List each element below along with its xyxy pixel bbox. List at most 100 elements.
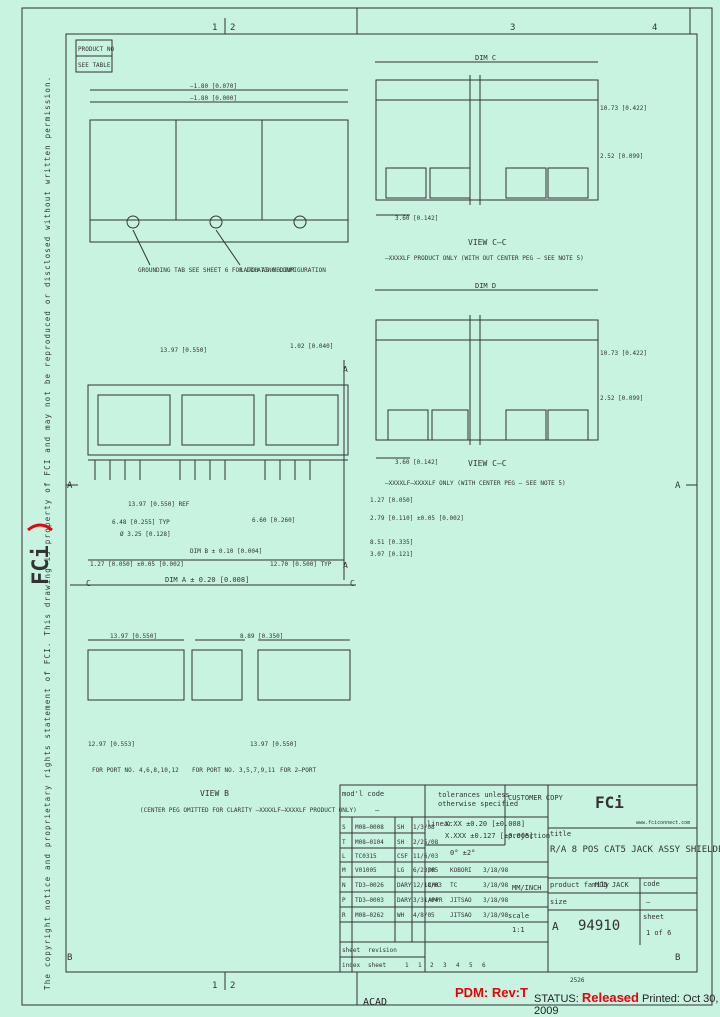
svg-text:P: P [342, 897, 346, 904]
dim-d-mid: DIM D [475, 282, 496, 290]
svg-text:TD3–0003: TD3–0003 [355, 897, 384, 904]
svg-text:N: N [342, 882, 346, 889]
svg-text:sheet: sheet [368, 962, 386, 969]
tol-note-1: tolerances unless [438, 791, 510, 799]
svg-text:1.02 [0.040]: 1.02 [0.040] [290, 343, 333, 350]
svg-text:R: R [342, 912, 346, 919]
view-cc-top [375, 61, 599, 216]
linear-value-2: X.XXX ±0.127 [±0.005] [445, 832, 534, 840]
grounding-tab-note: GROUNDING TAB SEE SHEET 6 FOR LOCATING C… [138, 267, 326, 274]
svg-text:3.60 [0.142]: 3.60 [0.142] [395, 215, 438, 222]
port-b-label: FOR PORT NO. 3,5,7,9,11 [192, 767, 275, 774]
view-b-title: VIEW B [200, 789, 229, 798]
svg-text:JITSAO: JITSAO [450, 912, 472, 919]
customer-copy: CUSTOMER COPY [508, 794, 564, 802]
svg-text:1.27 [0.050]: 1.27 [0.050] [370, 497, 413, 504]
status-value: Released [581, 990, 639, 1005]
svg-text:3/18/98: 3/18/98 [483, 882, 509, 889]
view-b-ports [87, 639, 351, 701]
svg-text:TC: TC [450, 882, 458, 889]
svg-text:4/8/05: 4/8/05 [413, 912, 435, 919]
size-value: A [552, 920, 559, 933]
svg-text:M08–0104: M08–0104 [355, 839, 384, 846]
code-value: – [646, 898, 651, 906]
svg-text:S: S [342, 824, 346, 831]
jack-front-view [70, 360, 356, 586]
front-view-top [89, 89, 349, 266]
view-cc-2-note: –XXXXLF–XXXXLF ONLY (WITH CENTER PEG – S… [385, 480, 566, 487]
svg-text:3/18/98: 3/18/98 [483, 897, 509, 904]
svg-text:13.97 [0.550] REF: 13.97 [0.550] REF [128, 501, 190, 508]
svg-text:CHK: CHK [428, 882, 439, 889]
svg-text:2/25/08: 2/25/08 [413, 839, 439, 846]
grid-row-b-left: B [67, 953, 72, 963]
svg-text:3/31/04: 3/31/04 [413, 897, 439, 904]
svg-text:TD3–0026: TD3–0026 [355, 882, 384, 889]
svg-text:M08–0008: M08–0008 [355, 824, 384, 831]
size-label: size [550, 898, 567, 906]
svg-text:13.97 [0.550]: 13.97 [0.550] [250, 741, 297, 748]
svg-text:1: 1 [418, 962, 422, 969]
title-text: R/A 8 POS CAT5 JACK ASSY SHIELDED, SNAP … [550, 845, 720, 855]
grid-col-2: 2 [230, 23, 235, 33]
svg-text:WH: WH [397, 912, 405, 919]
svg-text:2.52 [0.099]: 2.52 [0.099] [600, 153, 643, 160]
svg-text:SH: SH [397, 839, 405, 846]
pdm-revision: PDM: Rev:T [455, 985, 528, 1000]
svg-text:DARY: DARY [397, 882, 412, 889]
svg-text:A: A [343, 365, 348, 374]
svg-text:JITSAO: JITSAO [450, 897, 472, 904]
copyright-notice: The copyright notice and proprietary rig… [43, 76, 52, 990]
svg-text:10.73 [0.422]: 10.73 [0.422] [600, 105, 647, 112]
svg-text:–: – [375, 806, 380, 814]
grid-row-a-left: A [67, 481, 73, 491]
svg-text:6.60 [0.260]: 6.60 [0.260] [252, 517, 295, 524]
svg-text:5: 5 [469, 962, 473, 969]
dim-b-label: DIM B ± 0.10 [0.004] [190, 548, 262, 555]
linear-value-1: X.XX ±0.20 [±0.008] [445, 820, 525, 828]
svg-text:M08–0262: M08–0262 [355, 912, 384, 919]
svg-text:Ø 3.25 [0.128]: Ø 3.25 [0.128] [120, 531, 171, 538]
title-block [339, 784, 698, 973]
svg-text:1: 1 [405, 962, 409, 969]
svg-text:12.97 [0.553]: 12.97 [0.553] [88, 741, 135, 748]
svg-text:3/18/98: 3/18/98 [483, 912, 509, 919]
grid-col-2-bottom: 2 [230, 981, 235, 991]
svg-text:2.79 [0.110] ±0.05 [0.002]: 2.79 [0.110] ±0.05 [0.002] [370, 515, 464, 522]
port-a-label: FOR PORT NO. 4,6,8,10,12 [92, 767, 179, 774]
svg-text:8.89 [0.350]: 8.89 [0.350] [240, 633, 283, 640]
code-label: code [643, 880, 660, 888]
title-label: title [550, 830, 571, 838]
sheet-value: 1 of 6 [646, 929, 671, 937]
view-b-note: (CENTER PEG OMITTED FOR CLARITY –XXXXLF–… [140, 807, 357, 814]
grid-col-3: 3 [510, 23, 515, 33]
linear-label: linear [427, 820, 452, 828]
svg-text:revision: revision [368, 947, 397, 954]
grid-row-b-right: B [675, 953, 680, 963]
svg-text:SH: SH [397, 824, 405, 831]
product-family-label: product family [550, 881, 609, 889]
svg-text:10.73 [0.422]: 10.73 [0.422] [600, 350, 647, 357]
product-no-label: PRODUCT NO [78, 46, 115, 53]
sheet-label: sheet [643, 913, 664, 921]
svg-text:3.60 [0.142]: 3.60 [0.142] [395, 459, 438, 466]
dim-a-label: DIM A ± 0.20 [0.008] [165, 576, 249, 584]
svg-text:C: C [350, 579, 355, 588]
svg-text:2.52 [0.099]: 2.52 [0.099] [600, 395, 643, 402]
projection-label: projection [508, 832, 550, 840]
product-family: MOD JACK [595, 881, 630, 889]
date-code: 2526 [570, 977, 585, 984]
svg-text:4: 4 [456, 962, 460, 969]
svg-text:8.51 [0.335]: 8.51 [0.335] [370, 539, 413, 546]
view-cc-mid [375, 289, 599, 459]
svg-text:TC0315: TC0315 [355, 853, 377, 860]
angular-value: 0° ±2° [450, 849, 475, 857]
svg-text:KOBORI: KOBORI [450, 867, 472, 874]
status-label: STATUS: [534, 993, 579, 1005]
svg-text:1.27 [0.050] ±0.05 [0.002]: 1.27 [0.050] ±0.05 [0.002] [90, 561, 184, 568]
acad-label: ACAD [363, 997, 388, 1008]
view-cc-1-title: VIEW C–C [468, 238, 507, 247]
fci-title-logo: FCi [595, 793, 624, 812]
svg-text:index: index [342, 962, 360, 969]
